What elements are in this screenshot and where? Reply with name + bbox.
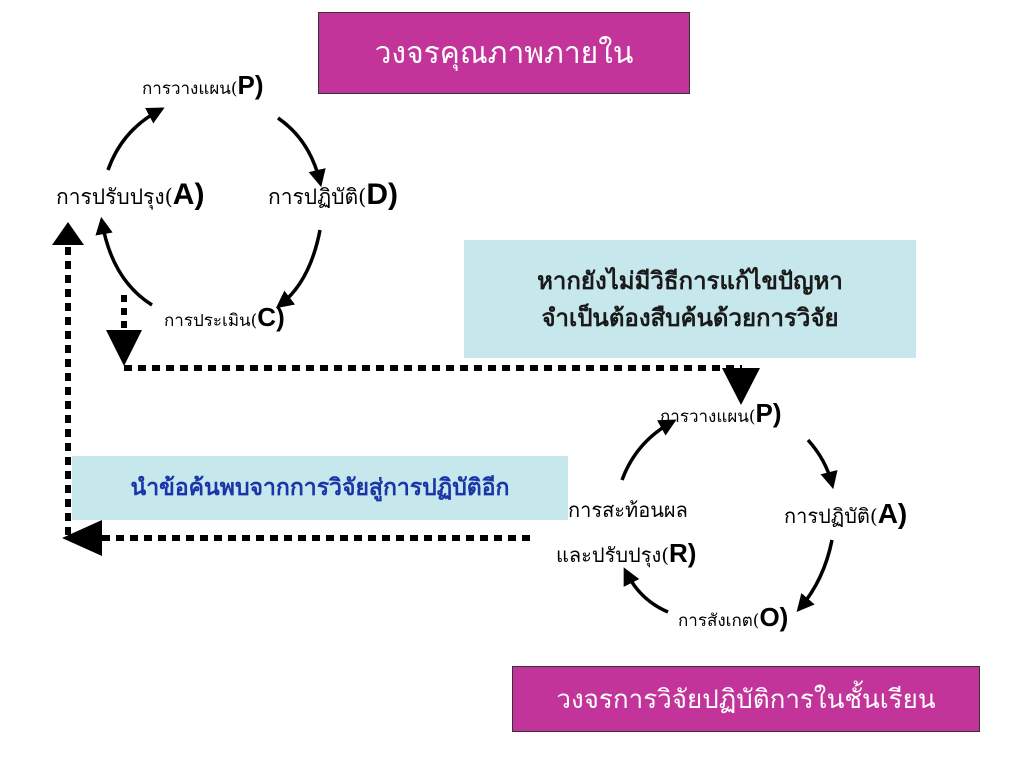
arrow-check-to-act xyxy=(95,216,153,307)
arrow-act-to-observe xyxy=(796,539,834,612)
note-line-2: จำเป็นต้องสืบค้นด้วยการวิจัย xyxy=(541,303,839,332)
label-bottom-act-letter: A) xyxy=(877,498,908,529)
label-top-do: การปฏิบัติ(D) xyxy=(268,178,398,214)
note-line-1: หากยังไม่มีวิธีการแก้ไขปัญหา xyxy=(537,265,843,295)
label-top-check-letter: C) xyxy=(257,302,285,332)
label-top-act-text: การปรับปรุง( xyxy=(56,185,173,209)
label-bottom-reflect-text-1: การสะท้อนผล xyxy=(568,498,688,522)
label-bottom-reflect-line-1: การสะท้อนผล xyxy=(568,494,688,526)
label-bottom-plan: การวางแผน(P) xyxy=(660,398,782,430)
label-bottom-reflect-letter: R) xyxy=(669,538,697,568)
label-bottom-plan-text: การวางแผน( xyxy=(660,407,756,427)
label-bottom-observe: การสังเกต(O) xyxy=(678,602,788,634)
arrow-act-to-plan xyxy=(106,107,165,171)
arrow-observe-to-reflect xyxy=(623,567,669,614)
title-classroom-action-research-cycle: วงจรการวิจัยปฏิบัติการในชั้นเรียน xyxy=(512,666,980,732)
arrow-plan-to-do xyxy=(277,116,326,188)
label-bottom-act: การปฏิบัติ(A) xyxy=(784,498,907,532)
arrow-do-to-check xyxy=(275,229,322,309)
arrow-plan-to-act xyxy=(806,438,838,490)
arrowhead-left xyxy=(62,520,102,556)
label-bottom-reflect-line-2: และปรับปรุง(R) xyxy=(556,538,696,571)
label-bottom-observe-letter: O) xyxy=(759,602,789,632)
arrowhead-down-left xyxy=(106,330,142,366)
arrow-reflect-to-plan xyxy=(620,419,677,481)
label-top-plan-letter: P) xyxy=(237,70,264,100)
arrowhead-down-right xyxy=(722,368,760,405)
label-top-plan: การวางแผน(P) xyxy=(142,70,264,102)
label-top-act: การปรับปรุง(A) xyxy=(56,178,204,214)
label-top-plan-text: การวางแผน( xyxy=(142,79,238,99)
title-top-text: วงจรคุณภาพภายใน xyxy=(374,35,634,71)
label-top-do-letter: D) xyxy=(366,178,399,211)
note-research-needed: หากยังไม่มีวิธีการแก้ไขปัญหา จำเป็นต้องส… xyxy=(464,240,916,358)
label-top-do-text: การปฏิบัติ( xyxy=(268,185,367,209)
return-note-text: นำข้อค้นพบจากการวิจัยสู่การปฏิบัติอีก xyxy=(130,474,510,501)
title-internal-quality-cycle: วงจรคุณภาพภายใน xyxy=(318,12,690,94)
title-bottom-text: วงจรการวิจัยปฏิบัติการในชั้นเรียน xyxy=(556,684,936,715)
label-top-check-text: การประเมิน( xyxy=(164,311,258,331)
label-bottom-observe-text: การสังเกต( xyxy=(678,611,760,631)
label-top-act-letter: A) xyxy=(172,178,205,211)
label-bottom-reflect-text-2: และปรับปรุง( xyxy=(556,543,670,567)
note-apply-findings: นำข้อค้นพบจากการวิจัยสู่การปฏิบัติอีก xyxy=(72,456,568,520)
label-top-check: การประเมิน(C) xyxy=(164,302,285,334)
arrowhead-up xyxy=(52,222,84,245)
label-bottom-plan-letter: P) xyxy=(755,398,782,428)
label-bottom-act-text: การปฏิบัติ( xyxy=(784,504,878,528)
